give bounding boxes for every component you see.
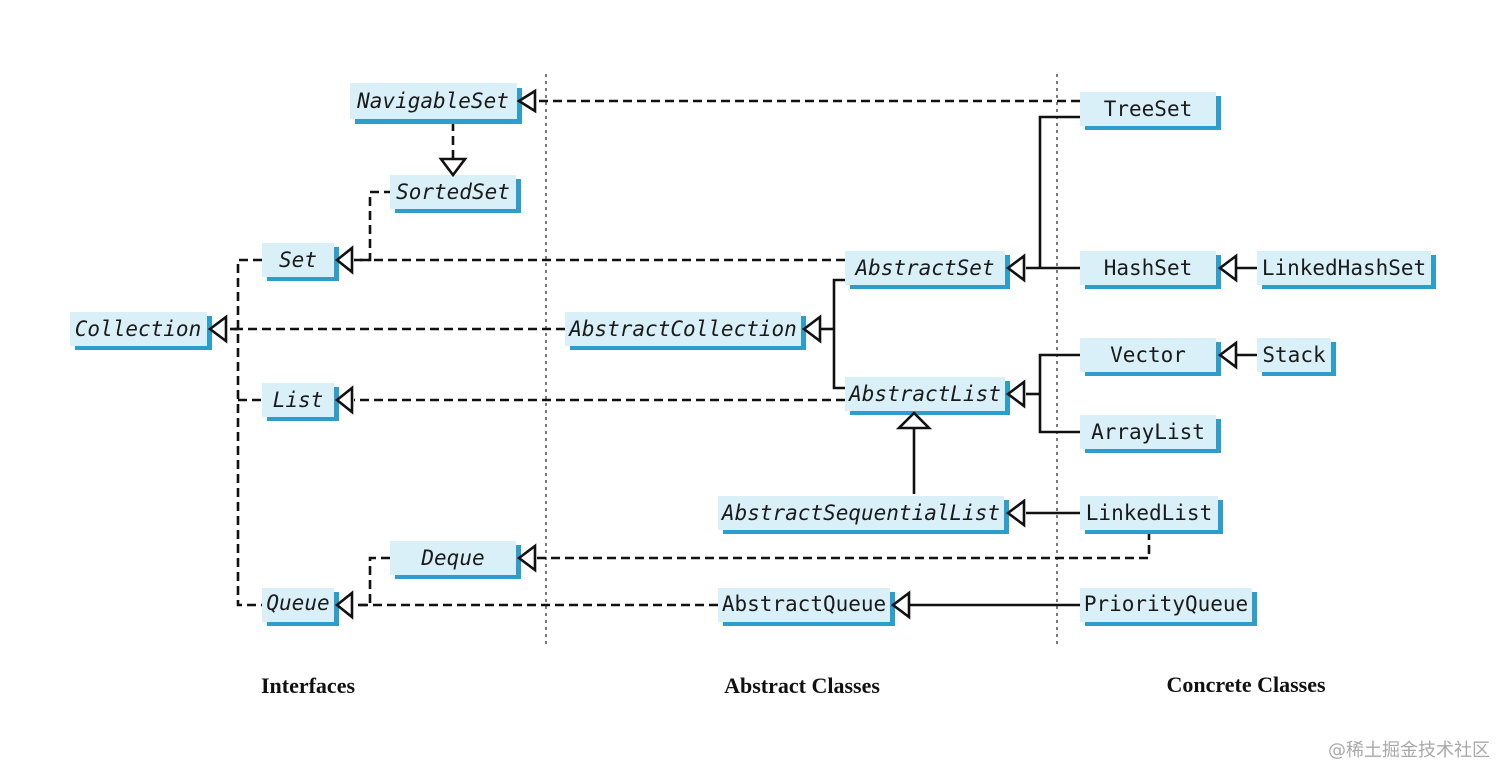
- edge-deque-queue: [354, 556, 390, 607]
- edge-treeset-abstractset: [1038, 115, 1080, 268]
- node-sorted-set: SortedSet: [390, 175, 521, 213]
- node-abstract-set: AbstractSet: [845, 251, 1010, 289]
- arrowhead-vector: [1217, 340, 1238, 370]
- node-linked-list-label: LinkedList: [1086, 501, 1212, 525]
- node-list-label: List: [273, 388, 324, 412]
- edge-set-sortedset: [354, 190, 390, 262]
- watermark: @稀土掘金技术社区: [1328, 740, 1490, 761]
- arrowhead-set: [334, 245, 354, 275]
- node-linked-hash-set: LinkedHashSet: [1257, 251, 1436, 289]
- node-linked-hash-set-label: LinkedHashSet: [1262, 256, 1426, 280]
- node-sorted-set-label: SortedSet: [396, 180, 510, 204]
- node-abstract-queue-label: AbstractQueue: [722, 592, 886, 616]
- node-deque: Deque: [390, 541, 521, 579]
- edge-vector-abstractlist: [1038, 353, 1080, 434]
- arrowhead-hashset: [1217, 253, 1238, 283]
- node-collection: Collection: [70, 312, 212, 350]
- column-label-abstract-classes: Abstract Classes: [724, 673, 880, 698]
- edges: [230, 99, 1257, 607]
- node-abstract-sequential-list-label: AbstractSequentialList: [720, 501, 1000, 525]
- arrowhead-list: [334, 385, 354, 415]
- node-abstract-set-label: AbstractSet: [853, 256, 994, 280]
- arrowhead-abstractlist-bottom: [895, 411, 933, 430]
- edge-abstractset-abstractcollection: [832, 278, 845, 390]
- arrowhead-abstractset: [1005, 253, 1026, 283]
- node-tree-set: TreeSet: [1080, 92, 1221, 130]
- node-navigable-set-label: NavigableSet: [356, 89, 509, 113]
- arrowhead-abstractsequentiallist: [1005, 498, 1026, 528]
- arrowhead-navigableset-bottom: [438, 157, 468, 178]
- node-navigable-set: NavigableSet: [350, 83, 522, 124]
- column-label-interfaces: Interfaces: [261, 673, 356, 698]
- edge-set-collection: [236, 258, 262, 607]
- node-tree-set-label: TreeSet: [1104, 97, 1193, 121]
- node-abstract-sequential-list: AbstractSequentialList: [718, 496, 1009, 534]
- node-hash-set: HashSet: [1080, 251, 1221, 289]
- node-priority-queue: PriorityQueue: [1080, 588, 1257, 626]
- node-linked-list: LinkedList: [1080, 496, 1223, 534]
- node-abstract-collection-label: AbstractCollection: [567, 317, 797, 341]
- arrowhead-queue: [334, 590, 354, 620]
- arrowhead-abstractlist-right: [1005, 379, 1026, 409]
- node-stack: Stack: [1257, 338, 1336, 376]
- arrowheads: [207, 88, 1238, 620]
- node-vector-label: Vector: [1110, 343, 1186, 367]
- node-abstract-list-label: AbstractList: [847, 382, 1001, 406]
- node-set: Set: [262, 243, 339, 281]
- arrowhead-collection: [207, 314, 228, 344]
- node-collection-label: Collection: [75, 317, 201, 341]
- column-label-concrete-classes: Concrete Classes: [1166, 672, 1325, 697]
- node-vector: Vector: [1080, 338, 1221, 376]
- node-abstract-list: AbstractList: [845, 377, 1010, 415]
- node-hash-set-label: HashSet: [1104, 256, 1193, 280]
- node-array-list: ArrayList: [1080, 415, 1221, 453]
- arrowhead-navigableset-right: [516, 88, 537, 114]
- node-array-list-label: ArrayList: [1091, 420, 1205, 444]
- arrowhead-abstractqueue: [890, 590, 911, 620]
- edge-linkedlist-deque: [536, 531, 1151, 560]
- node-abstract-queue: AbstractQueue: [718, 588, 895, 626]
- node-stack-label: Stack: [1262, 343, 1326, 367]
- node-queue-label: Queue: [266, 591, 329, 615]
- node-list: List: [262, 383, 339, 421]
- arrowhead-abstractcollection: [801, 314, 822, 344]
- node-queue: Queue: [262, 588, 339, 626]
- node-abstract-collection: AbstractCollection: [565, 312, 806, 350]
- node-priority-queue-label: PriorityQueue: [1084, 592, 1248, 616]
- arrowhead-deque: [516, 543, 537, 573]
- node-set-label: Set: [279, 248, 317, 272]
- node-deque-label: Deque: [420, 546, 484, 570]
